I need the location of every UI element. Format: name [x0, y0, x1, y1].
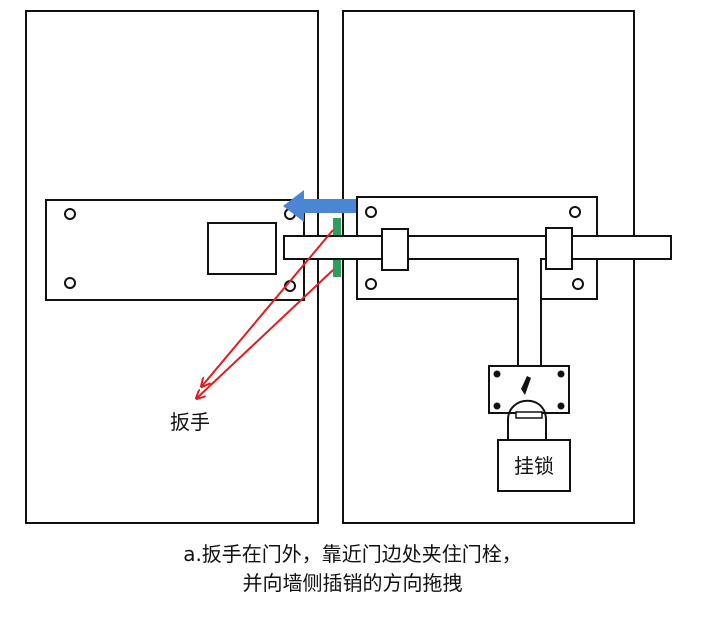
- screw-icon: [64, 208, 76, 220]
- screw-icon: [365, 278, 377, 290]
- screw-icon: [569, 206, 581, 218]
- caption-line-2: 并向墙侧插销的方向拖拽: [242, 571, 463, 595]
- bolt-guide: [381, 228, 409, 271]
- screw-icon: [572, 278, 584, 290]
- wrench-jaw-upper: [333, 218, 341, 235]
- padlock-shackle-bar: [515, 411, 543, 419]
- wrench-jaw-lower: [333, 260, 341, 277]
- door-bolt-diagram: 挂锁 扳手: [25, 10, 672, 524]
- screw-icon: [557, 370, 565, 378]
- wrench-arrow-upper: [202, 229, 334, 386]
- hasp-slot-icon: [521, 376, 531, 395]
- padlock-body: [497, 439, 571, 492]
- wrench-arrow-lower: [197, 269, 334, 398]
- pull-direction-arrow: [283, 190, 356, 222]
- screw-icon: [493, 370, 501, 378]
- caption-line-1: a.扳手在门外，靠近门边处夹住门栓，: [183, 542, 522, 566]
- padlock-plate: [488, 365, 570, 414]
- screw-icon: [493, 402, 501, 410]
- screw-icon: [365, 206, 377, 218]
- screw-icon: [557, 402, 565, 410]
- screw-icon: [64, 277, 76, 289]
- keeper-block: [207, 222, 277, 275]
- padlock-label: 挂锁: [514, 454, 554, 478]
- wrench-label: 扳手: [170, 410, 210, 434]
- padlock-shackle: [507, 399, 547, 419]
- bolt-guide: [545, 227, 573, 270]
